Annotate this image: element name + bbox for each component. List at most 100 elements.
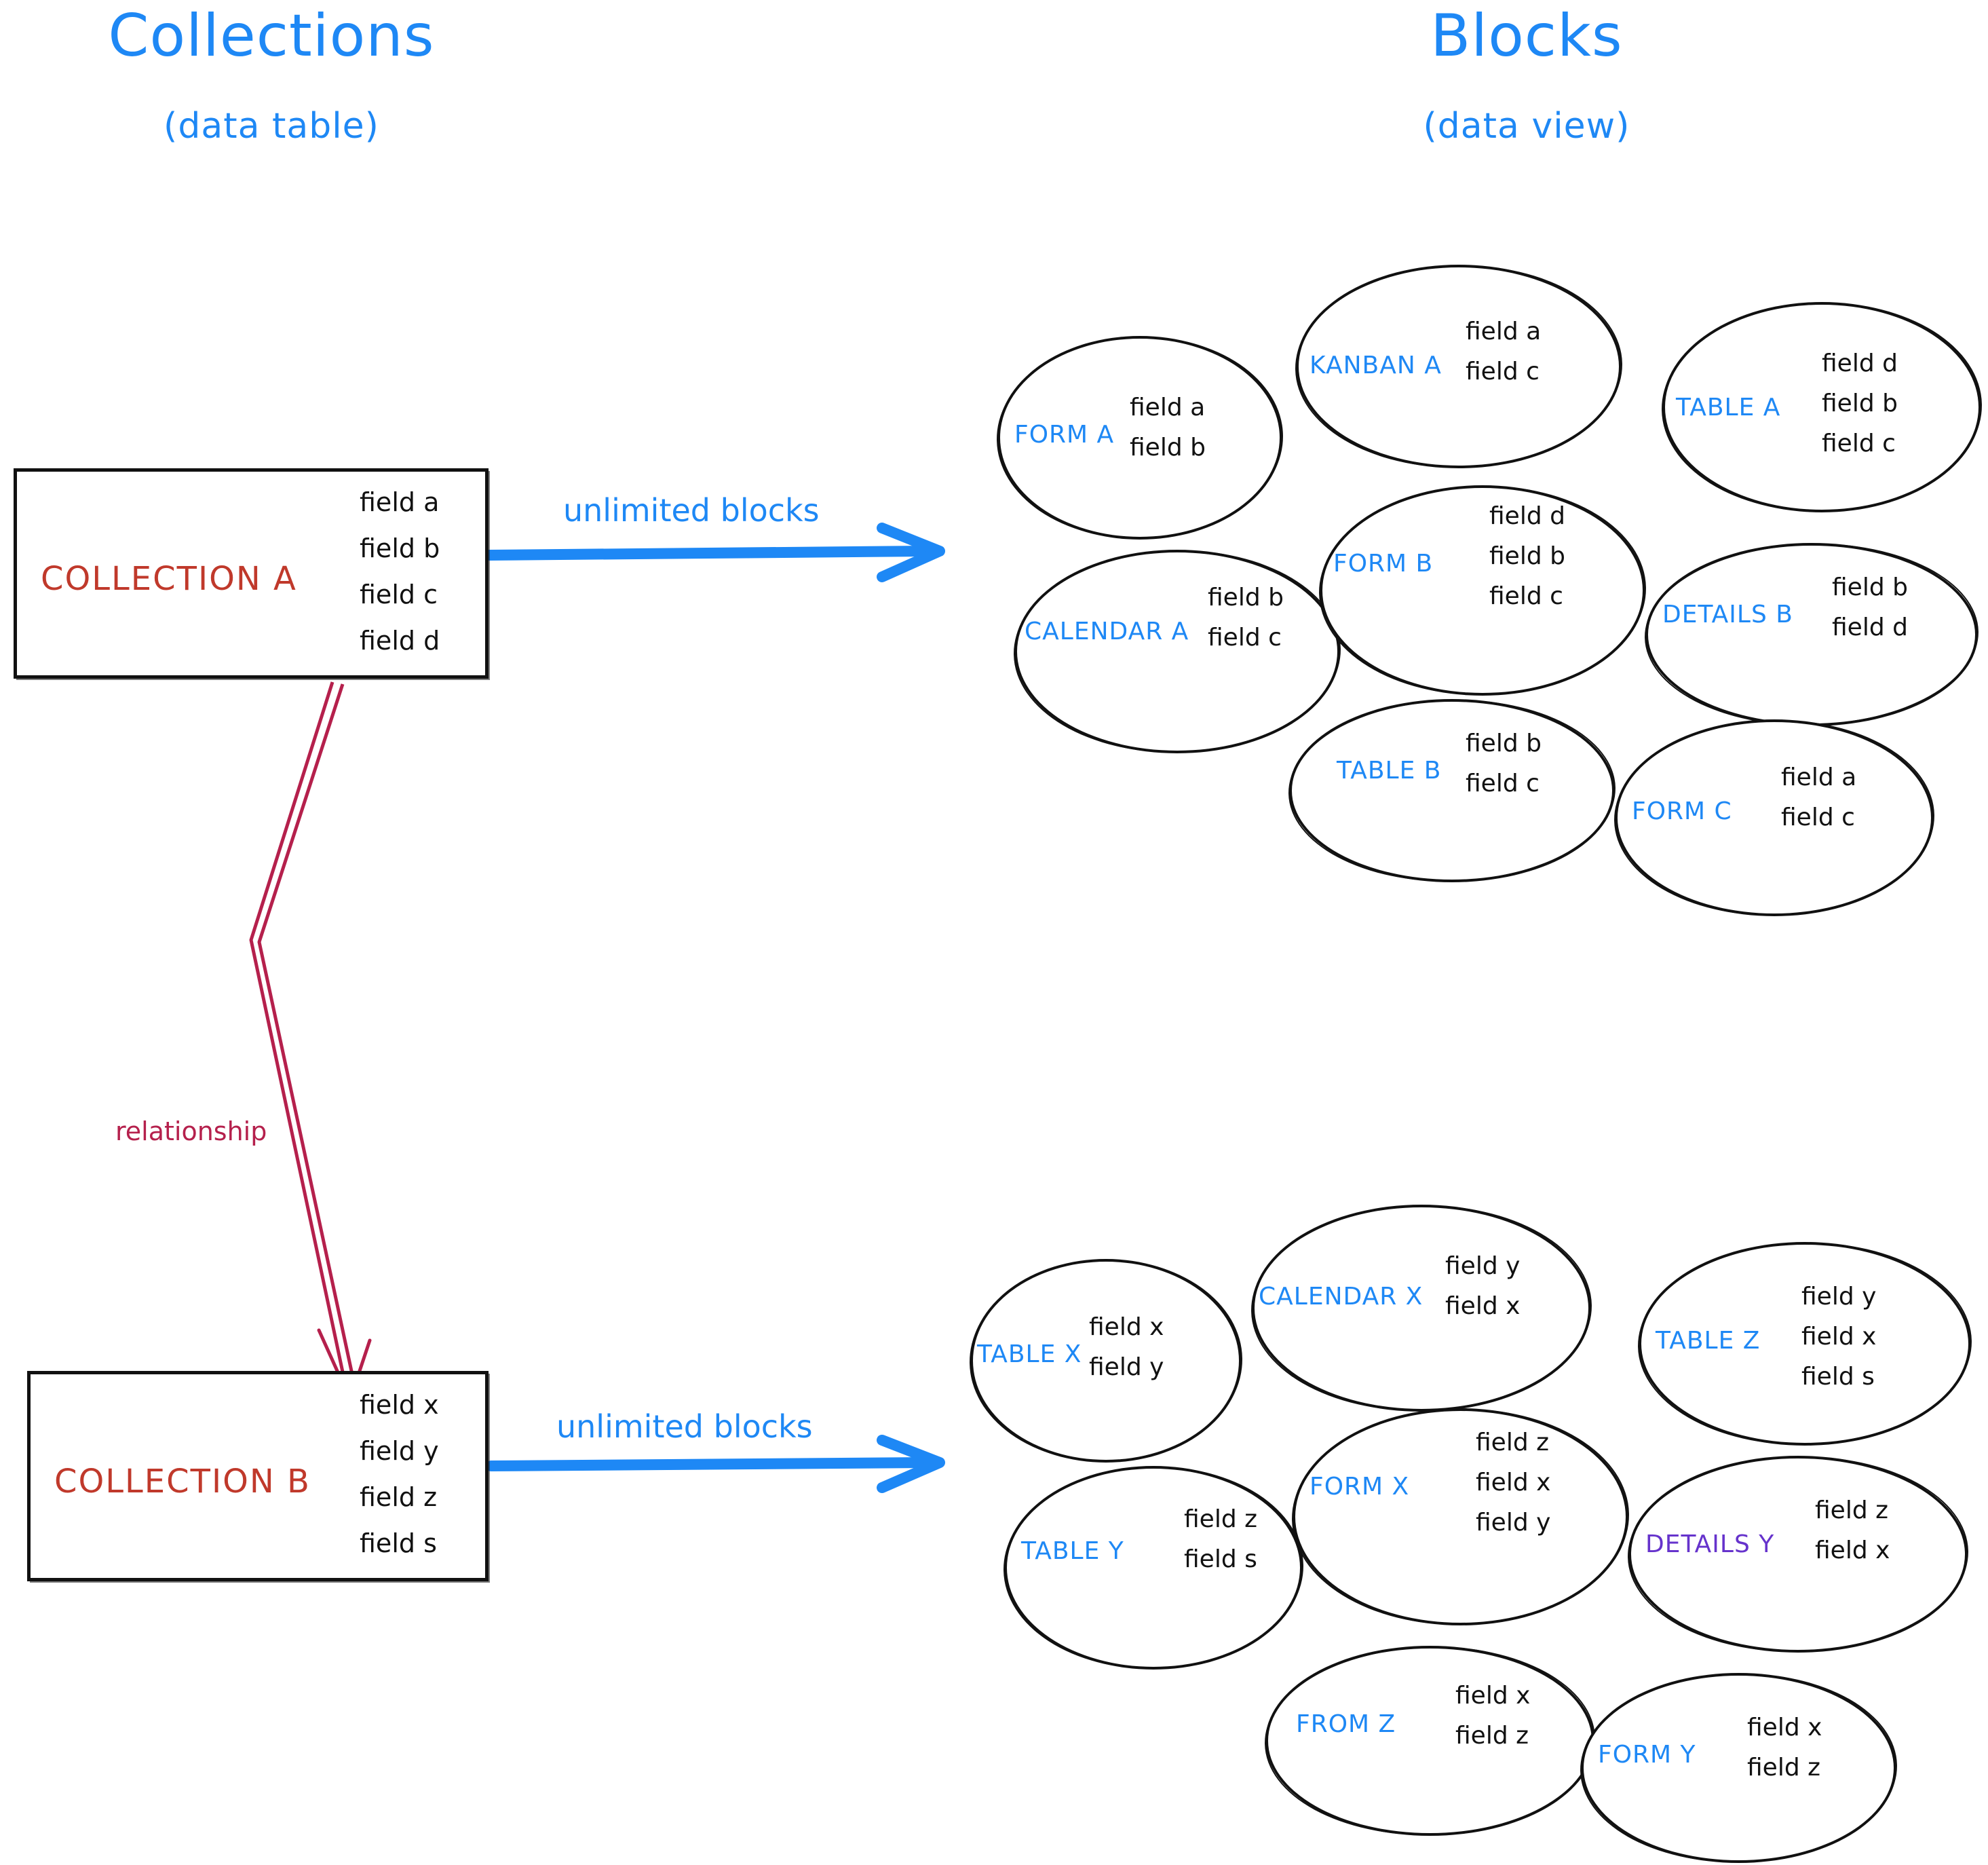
field-item: field s [1184, 1545, 1257, 1573]
field-item: field c [1466, 770, 1540, 797]
field-item: field y [1476, 1509, 1551, 1537]
block-label-from-z: FROM Z [1296, 1710, 1396, 1738]
field-item: field b [1130, 434, 1206, 461]
block-label-form-a: FORM A [1014, 421, 1115, 449]
block-fields-from-z: field x field z [1455, 1682, 1530, 1750]
field-item: field s [1801, 1363, 1875, 1391]
arrow-unlimited-blocks-top [484, 523, 945, 582]
block-fields-form-b: field d field b field c [1489, 502, 1565, 610]
page-title-collections: Collections [108, 2, 435, 70]
block-node-calendar-x[interactable] [1252, 1205, 1591, 1412]
block-node-from-z[interactable] [1265, 1646, 1594, 1836]
block-node-details-b[interactable] [1645, 543, 1978, 726]
field-item: field z [1455, 1722, 1529, 1750]
field-item: field a [1781, 764, 1857, 791]
page-subtitle-collections: (data table) [164, 106, 379, 147]
block-node-details-y[interactable] [1628, 1456, 1968, 1653]
field-item: field x [1747, 1714, 1822, 1741]
block-fields-calendar-a: field b field c [1208, 584, 1284, 652]
field-item: field y [1445, 1252, 1521, 1280]
block-label-table-b: TABLE B [1337, 757, 1442, 785]
field-item: field x [1815, 1537, 1890, 1564]
field-item: field c [1781, 804, 1855, 831]
block-label-calendar-a: CALENDAR A [1025, 618, 1189, 645]
block-label-form-y: FORM Y [1598, 1741, 1696, 1769]
block-fields-table-x: field x field y [1089, 1313, 1164, 1381]
block-fields-table-z: field y field x field s [1801, 1283, 1876, 1391]
field-item: field s [360, 1528, 437, 1558]
block-node-form-c[interactable] [1615, 719, 1934, 916]
arrow-label-unlimited-blocks-bottom: unlimited blocks [556, 1408, 813, 1445]
block-label-table-a: TABLE A [1676, 394, 1781, 421]
field-item: field x [360, 1390, 439, 1420]
field-item: field b [1832, 573, 1908, 601]
field-item: field b [1208, 584, 1284, 611]
block-fields-form-c: field a field c [1781, 764, 1856, 831]
block-fields-table-y: field z field s [1184, 1505, 1257, 1573]
block-fields-table-a: field d field b field c [1822, 350, 1898, 457]
block-label-form-b: FORM B [1333, 550, 1434, 578]
block-node-table-b[interactable] [1289, 699, 1615, 882]
relationship-connector [249, 681, 372, 1401]
arrow-label-unlimited-blocks-top: unlimited blocks [563, 492, 820, 529]
block-fields-form-a: field a field b [1130, 394, 1206, 461]
block-label-kanban-a: KANBAN A [1310, 352, 1442, 379]
block-fields-table-b: field b field c [1466, 730, 1542, 797]
block-node-calendar-a[interactable] [1014, 550, 1340, 753]
field-item: field c [1489, 582, 1563, 610]
field-item: field x [1445, 1292, 1521, 1320]
field-item: field a [1130, 394, 1206, 421]
field-item: field z [360, 1482, 438, 1512]
relationship-label: relationship [115, 1116, 267, 1146]
field-item: field z [1815, 1496, 1889, 1524]
collection-a-field-list: field a field b field c field d [360, 487, 440, 656]
collection-a-name: COLLECTION A [41, 560, 297, 598]
page-title-blocks: Blocks [1430, 2, 1623, 70]
block-fields-calendar-x: field y field x [1445, 1252, 1520, 1320]
block-node-table-a[interactable] [1662, 302, 1981, 512]
field-item: field d [360, 626, 440, 656]
block-node-table-z[interactable] [1639, 1242, 1971, 1446]
field-item: field b [1466, 730, 1542, 757]
field-item: field a [360, 487, 440, 517]
block-label-details-y: DETAILS Y [1645, 1530, 1775, 1558]
block-fields-form-y: field x field z [1747, 1714, 1822, 1782]
collection-b-field-list: field x field y field z field s [360, 1390, 439, 1558]
block-node-form-x[interactable] [1293, 1408, 1628, 1625]
page-subtitle-blocks: (data view) [1423, 106, 1630, 147]
field-item: field z [1476, 1429, 1550, 1456]
block-fields-kanban-a: field a field c [1466, 318, 1541, 385]
field-item: field y [1089, 1353, 1164, 1381]
field-item: field x [1476, 1469, 1551, 1496]
field-item: field c [360, 580, 438, 609]
collection-a-box[interactable] [14, 468, 489, 679]
block-node-kanban-a[interactable] [1296, 265, 1622, 468]
block-fields-details-b: field b field d [1832, 573, 1908, 641]
field-item: field y [360, 1436, 439, 1466]
field-item: field b [1489, 542, 1565, 570]
field-item: field c [1822, 430, 1896, 457]
field-item: field d [1832, 614, 1908, 641]
block-node-table-y[interactable] [1004, 1466, 1303, 1670]
field-item: field z [1184, 1505, 1258, 1533]
block-label-table-y: TABLE Y [1021, 1537, 1124, 1565]
block-node-form-a[interactable] [997, 336, 1282, 540]
field-item: field c [1208, 624, 1282, 652]
block-label-calendar-x: CALENDAR X [1259, 1283, 1423, 1311]
field-item: field y [1801, 1283, 1877, 1311]
block-node-form-b[interactable] [1320, 485, 1645, 696]
collection-b-box[interactable] [27, 1371, 489, 1581]
block-label-table-x: TABLE X [977, 1340, 1082, 1368]
block-node-table-x[interactable] [970, 1259, 1242, 1463]
field-item: field x [1455, 1682, 1531, 1710]
arrow-unlimited-blocks-bottom [486, 1435, 945, 1493]
field-item: field a [1466, 318, 1542, 345]
block-label-form-x: FORM X [1310, 1473, 1410, 1501]
block-label-table-z: TABLE Z [1656, 1327, 1761, 1355]
block-fields-form-x: field z field x field y [1476, 1429, 1550, 1537]
field-item: field x [1801, 1323, 1877, 1351]
field-item: field z [1747, 1754, 1821, 1782]
field-item: field b [1822, 390, 1898, 417]
